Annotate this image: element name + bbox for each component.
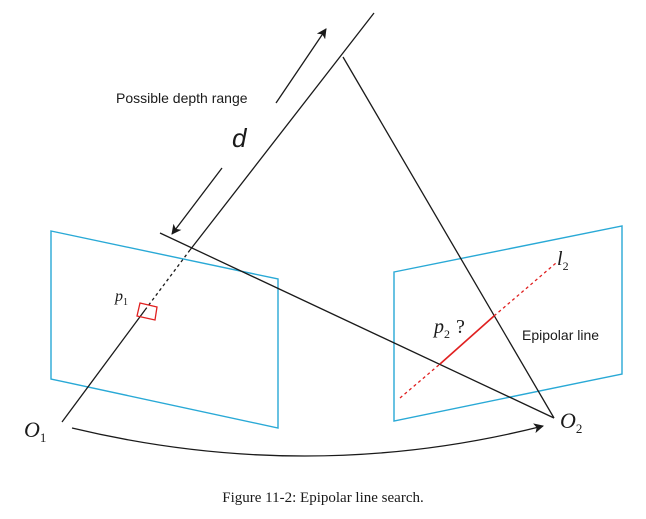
baseline-arrow — [71, 423, 544, 457]
depth-symbol: d — [232, 123, 248, 153]
p1-label: p1 — [114, 288, 128, 308]
epipolar-line-label: Epipolar line — [522, 327, 599, 343]
ray-o2-far — [342, 56, 555, 419]
depth-arrow-down — [171, 167, 223, 235]
ray-o2-near — [159, 232, 555, 419]
ray-o1-lower — [61, 309, 146, 423]
p1-marker — [136, 302, 158, 321]
depth-range-label: Possible depth range — [116, 90, 248, 106]
ray-o1-upper — [189, 12, 375, 251]
epipolar-search-segment — [439, 315, 495, 365]
p2-label: p2? — [432, 316, 465, 341]
epipolar-line-dashed-lower — [399, 363, 441, 399]
o2-label: O2 — [560, 408, 582, 436]
figure-caption: Figure 11-2: Epipolar line search. — [222, 490, 423, 506]
left-image-plane — [50, 230, 279, 429]
right-image-plane — [393, 225, 623, 422]
depth-arrow-up — [275, 28, 327, 104]
o1-label: O1 — [24, 417, 46, 445]
l2-label: l2 — [557, 248, 569, 273]
ray-o1-dashed — [144, 249, 191, 311]
epipolar-line-dashed-upper — [493, 262, 557, 317]
